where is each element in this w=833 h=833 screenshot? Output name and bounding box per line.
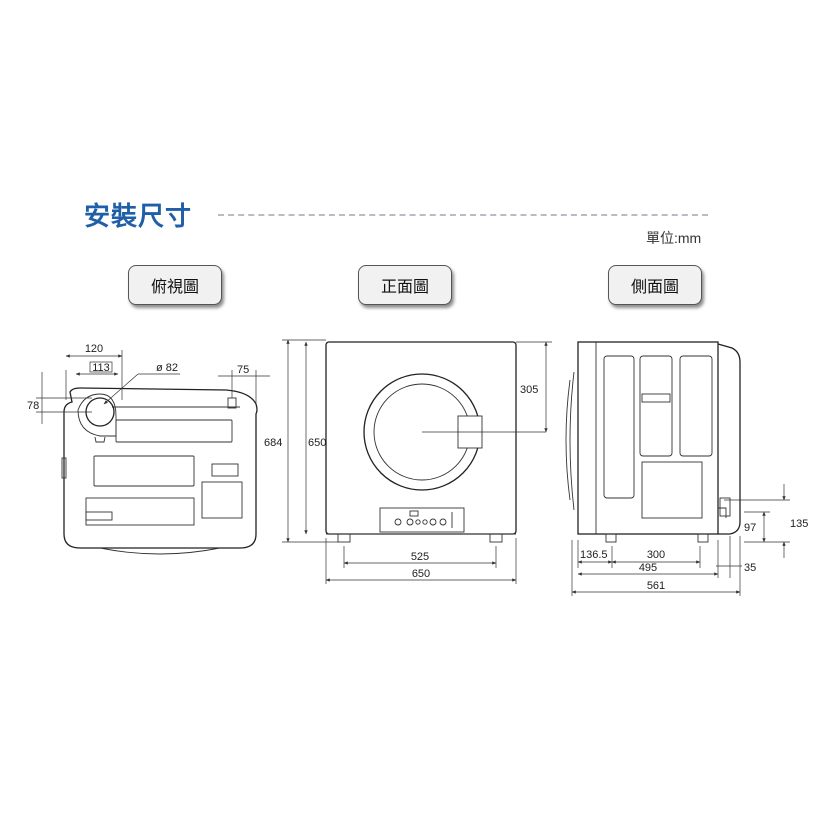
dim-side-97: 97 — [744, 522, 756, 534]
dim-top-diameter: ø 82 — [156, 362, 178, 374]
dim-side-561: 561 — [647, 580, 665, 592]
dim-top-113: 113 — [92, 362, 110, 374]
top-view-dimensions: 120 113 ø 82 75 78 — [27, 343, 270, 424]
unit-label: 單位:mm — [646, 230, 702, 246]
dim-top-78: 78 — [27, 400, 39, 412]
dim-side-495: 495 — [639, 562, 657, 574]
top-view: 120 113 ø 82 75 78 — [27, 343, 270, 555]
side-view: 97 135 136.5 300 495 35 56 — [565, 341, 808, 596]
dim-front-650-width: 650 — [412, 568, 430, 580]
dim-front-684: 684 — [264, 437, 282, 449]
dim-front-305: 305 — [520, 384, 538, 396]
top-view-body — [61, 387, 258, 555]
view-label-top: 俯視圖 — [128, 265, 222, 305]
view-label-front: 正面圖 — [358, 265, 452, 305]
dim-front-650: 650 — [308, 437, 326, 449]
dim-front-525: 525 — [411, 551, 429, 563]
page-title: 安裝尺寸 — [84, 201, 193, 231]
dim-top-120: 120 — [85, 343, 103, 355]
view-label-side: 側面圖 — [608, 265, 702, 305]
side-view-body — [565, 341, 741, 543]
dim-side-136-5: 136.5 — [580, 549, 608, 561]
side-view-dimensions: 97 135 136.5 300 495 35 56 — [571, 484, 808, 596]
dim-side-35: 35 — [744, 562, 756, 574]
title-dashed-rule — [218, 214, 708, 216]
dim-side-300: 300 — [647, 549, 665, 561]
dim-side-135: 135 — [790, 518, 808, 530]
front-view-body — [325, 341, 546, 543]
front-view-dimensions: 684 650 305 525 650 — [264, 339, 552, 584]
dim-top-75: 75 — [237, 364, 249, 376]
front-view: 684 650 305 525 650 — [264, 339, 552, 584]
